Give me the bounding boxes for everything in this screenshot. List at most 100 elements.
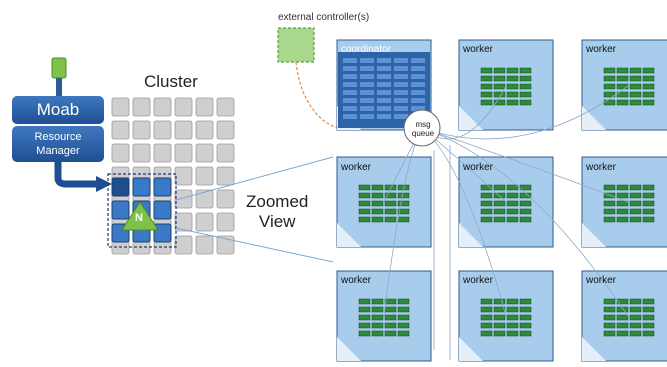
worker-chip [519,306,532,313]
zoomed-view-label: Zoomed View [246,192,308,232]
coordinator-cell [343,66,357,71]
coordinator-cell [360,74,374,79]
coordinator-cell [394,74,408,79]
worker-chip [616,91,629,98]
cluster-node [153,120,172,140]
worker-chip [519,192,532,199]
worker-chip [358,322,371,329]
cluster-node [174,120,193,140]
panel-corner [337,337,361,361]
worker-chip [642,216,655,223]
worker-chip [493,330,506,337]
coordinator-cell [360,82,374,87]
cluster-node [195,143,214,163]
coordinator-cell [360,114,374,119]
worker-chip [629,208,642,215]
worker-chip [506,314,519,321]
queue-link [421,85,629,140]
worker-chip [480,200,493,207]
worker-chip [603,91,616,98]
worker-chip [480,83,493,90]
worker-chip [358,216,371,223]
worker-chip [384,322,397,329]
worker-panel [581,156,667,248]
worker-chip [642,314,655,321]
worker-chip [397,330,410,337]
coordinator-cell [394,114,408,119]
worker-chip [506,306,519,313]
panel-corner [459,337,483,361]
cluster-node [195,212,214,232]
worker-chip [603,322,616,329]
worker-chip [603,67,616,74]
worker-chip [603,306,616,313]
worker-chip [519,91,532,98]
coordinator-cell [411,82,425,87]
worker-chip [493,208,506,215]
worker-chip [506,200,519,207]
worker-chip [519,83,532,90]
msg-queue-circle [403,109,441,147]
cluster-node [132,97,151,117]
cluster-node [174,97,193,117]
coordinator-cell [360,66,374,71]
worker-chip [493,298,506,305]
worker-chip [642,99,655,106]
worker-chip [493,75,506,82]
allocated-node [111,200,130,220]
worker-chip [493,306,506,313]
worker-chip [384,314,397,321]
coordinator-cell [411,98,425,103]
allocated-node [132,177,151,197]
coordinator-cell [343,82,357,87]
cluster-node [216,97,235,117]
panel-corner [337,223,361,247]
cluster-title: Cluster [144,72,198,91]
worker-chip [642,91,655,98]
worker-chip [384,330,397,337]
worker-chip [629,216,642,223]
worker-chip [397,322,410,329]
worker-chip [397,208,410,215]
worker-chip [642,184,655,191]
worker-label-1: worker [463,44,494,55]
coordinator-cell [377,106,391,111]
node-badge-label: N [135,212,143,224]
plug-cord [56,78,62,96]
worker-chip [603,200,616,207]
worker-chip [384,306,397,313]
worker-panel [458,39,554,131]
worker-chip [480,99,493,106]
worker-chip [616,216,629,223]
coordinator-cell [411,90,425,95]
worker-chip [603,208,616,215]
worker-chip [358,330,371,337]
moab-box: Moab [12,96,104,124]
worker-chip [506,75,519,82]
worker-chip [371,322,384,329]
worker-chip [629,99,642,106]
worker-chip [358,298,371,305]
coordinator-cell [377,74,391,79]
worker-chip [616,99,629,106]
worker-chip [603,192,616,199]
worker-label-8: worker [586,275,617,286]
worker-chip [384,216,397,223]
plug-body [51,57,67,79]
cluster-node [132,143,151,163]
cluster-node [174,143,193,163]
worker-chip [629,75,642,82]
worker-chip [480,298,493,305]
worker-chip [506,91,519,98]
worker-chip [642,306,655,313]
worker-chip [616,67,629,74]
worker-chip [616,200,629,207]
worker-chip [642,298,655,305]
worker-chip [629,67,642,74]
coordinator-cell [394,66,408,71]
worker-chip [506,184,519,191]
worker-chip [493,314,506,321]
worker-chip [519,330,532,337]
